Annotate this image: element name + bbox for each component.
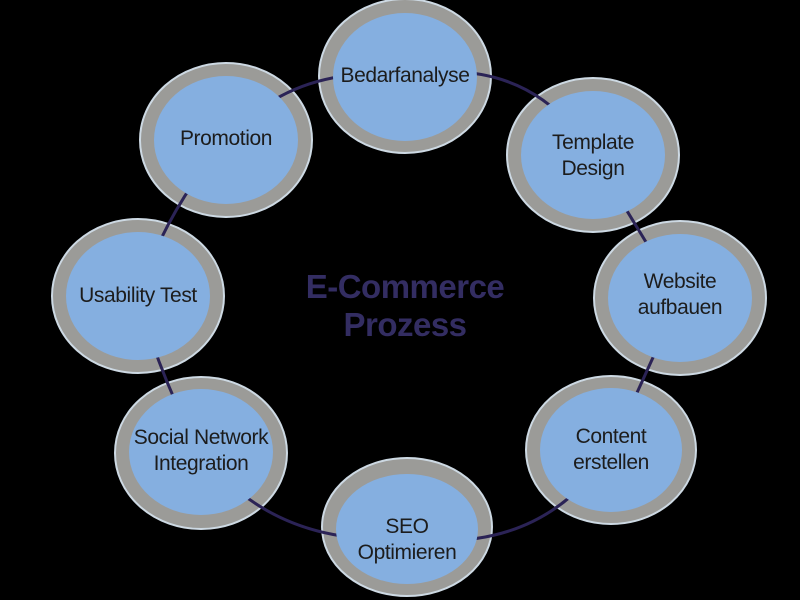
node-fill-content-erstellen [540, 388, 682, 512]
node-fills [66, 13, 752, 584]
node-fill-usability-test [66, 232, 210, 360]
node-fill-template-design [521, 91, 665, 219]
node-fill-website-aufbauen [608, 234, 752, 362]
diagram-title: E-Commerce Prozess [305, 268, 505, 343]
node-fill-promotion [154, 76, 298, 204]
node-fill-social-network-integration [129, 389, 273, 515]
node-fill-bedarfanalyse [333, 13, 477, 141]
node-fill-seo-optimieren [336, 474, 478, 584]
